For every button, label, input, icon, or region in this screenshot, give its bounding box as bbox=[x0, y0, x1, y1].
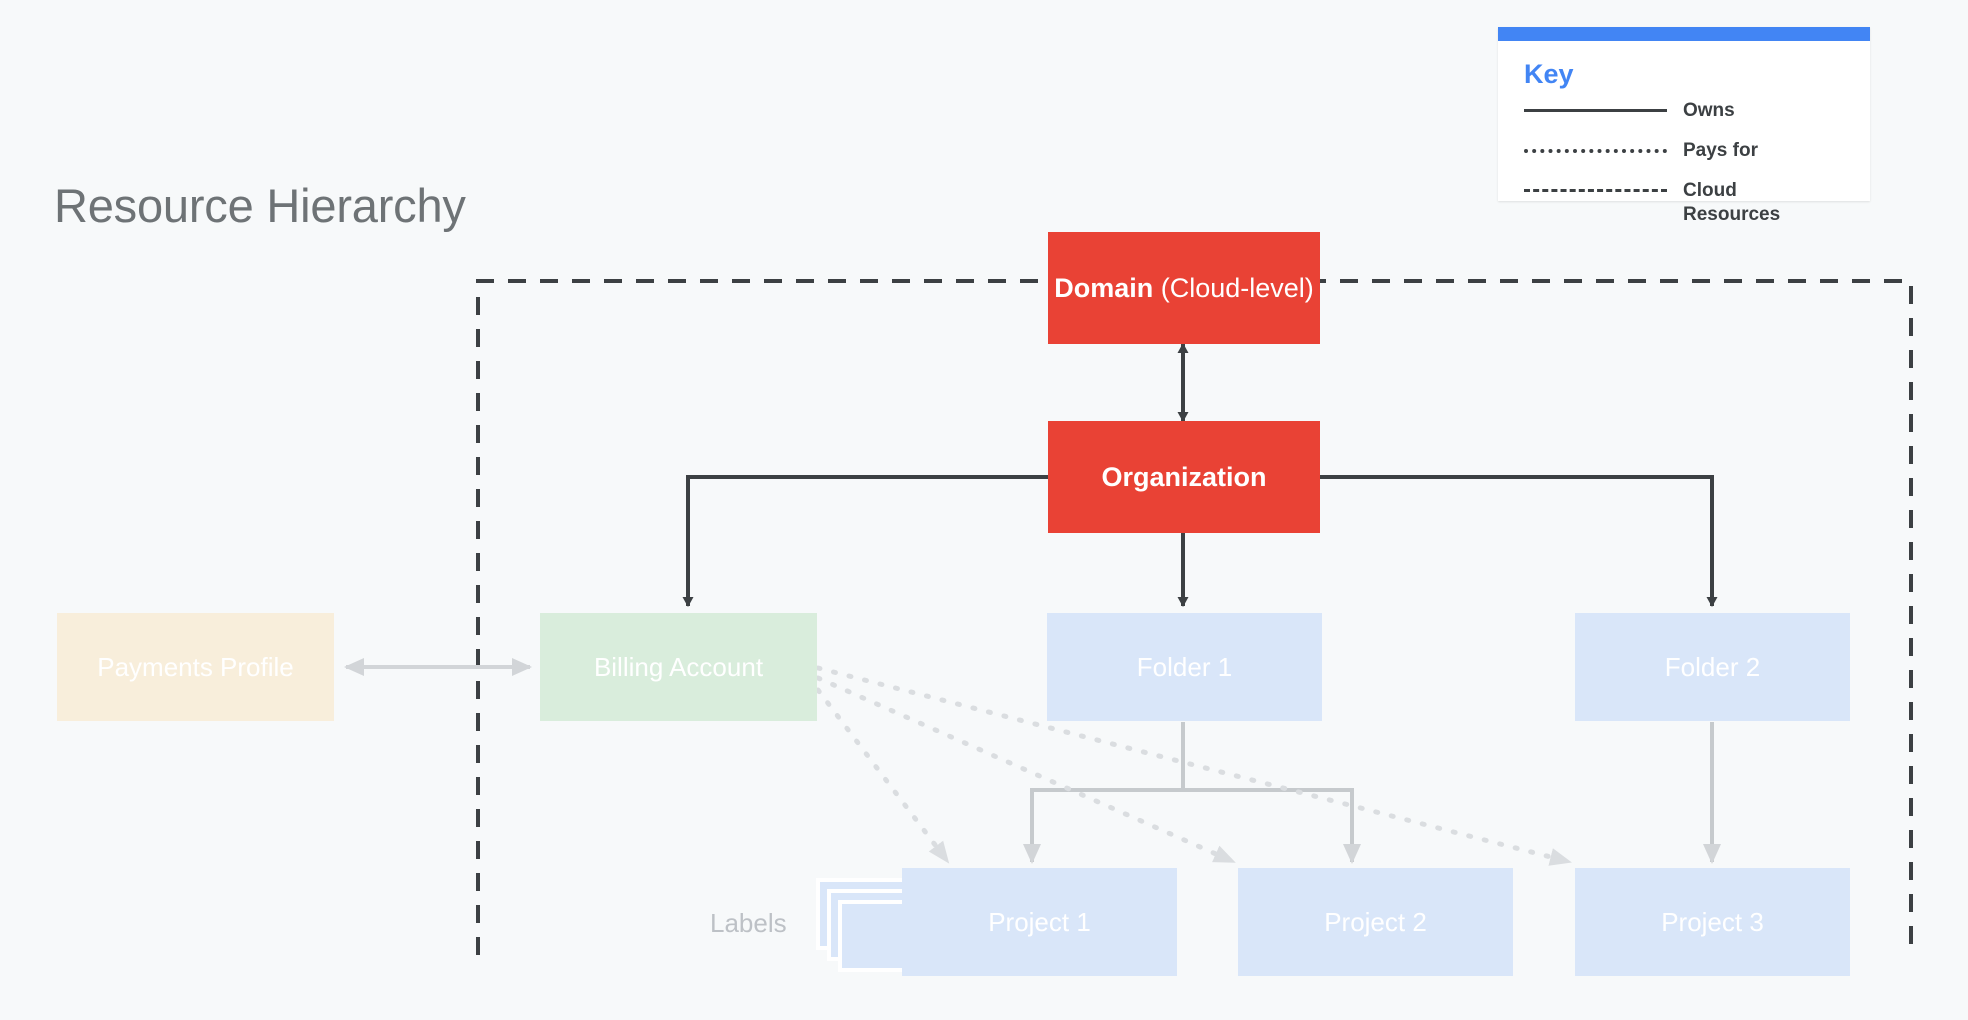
key-rows: Owns Pays for Cloud Resources bbox=[1524, 99, 1846, 227]
labels-caption: Labels bbox=[710, 908, 787, 938]
key-label-cloud-resources: Cloud Resources bbox=[1683, 180, 1781, 225]
solid-line-sample bbox=[1524, 99, 1667, 121]
key-row-cloud-resources: Cloud Resources bbox=[1524, 179, 1846, 227]
edge-billing-account-project-3 bbox=[815, 665, 1573, 866]
key-row-owns: Owns bbox=[1524, 99, 1846, 125]
node-domain-label-regular: (Cloud-level) bbox=[1153, 272, 1314, 303]
key-title: Key bbox=[1524, 59, 1574, 89]
node-organization[interactable]: Organization bbox=[1048, 421, 1320, 533]
node-payments-profile-label: Payments Profile bbox=[97, 651, 294, 682]
node-project-1[interactable]: Project 1 bbox=[902, 868, 1177, 976]
node-project-2-label: Project 2 bbox=[1324, 906, 1427, 937]
node-billing-account[interactable]: Billing Account bbox=[540, 613, 817, 721]
node-project-3-label: Project 3 bbox=[1661, 906, 1764, 937]
edge-folder-1-project-2 bbox=[1181, 722, 1361, 864]
node-domain[interactable]: Domain (Cloud-level) bbox=[1048, 232, 1320, 344]
key-accent-bar bbox=[1498, 27, 1870, 41]
node-folder-1[interactable]: Folder 1 bbox=[1047, 613, 1322, 721]
page-title: Resource Hierarchy bbox=[54, 179, 466, 232]
dotted-line-sample bbox=[1524, 139, 1667, 161]
node-domain-label-bold: Domain bbox=[1054, 272, 1154, 303]
node-project-1-label: Project 1 bbox=[988, 906, 1091, 937]
node-project-3[interactable]: Project 3 bbox=[1575, 868, 1850, 976]
edge-billing-account-project-2 bbox=[815, 675, 1237, 865]
node-folder-2-label: Folder 2 bbox=[1664, 651, 1761, 682]
edge-billing-account-project-1 bbox=[815, 687, 951, 865]
edge-organization-folder-2 bbox=[1183, 475, 1718, 607]
edge-folder-1-project-1 bbox=[1023, 722, 1185, 864]
node-payments-profile[interactable]: Payments Profile bbox=[57, 613, 334, 721]
node-organization-label: Organization bbox=[1101, 461, 1267, 492]
edge-organization-billing-account bbox=[682, 475, 1183, 607]
dashed-line-sample bbox=[1524, 179, 1667, 201]
key-legend-panel: Key Owns Pays for Cloud Resources bbox=[1498, 27, 1870, 225]
key-label-pays-for: Pays for bbox=[1683, 140, 1758, 161]
node-project-2[interactable]: Project 2 bbox=[1238, 868, 1513, 976]
node-folder-1-label: Folder 1 bbox=[1136, 651, 1233, 682]
node-billing-account-label: Billing Account bbox=[593, 651, 764, 682]
key-label-owns: Owns bbox=[1683, 100, 1735, 121]
node-folder-2[interactable]: Folder 2 bbox=[1575, 613, 1850, 721]
key-row-pays-for: Pays for bbox=[1524, 139, 1846, 165]
